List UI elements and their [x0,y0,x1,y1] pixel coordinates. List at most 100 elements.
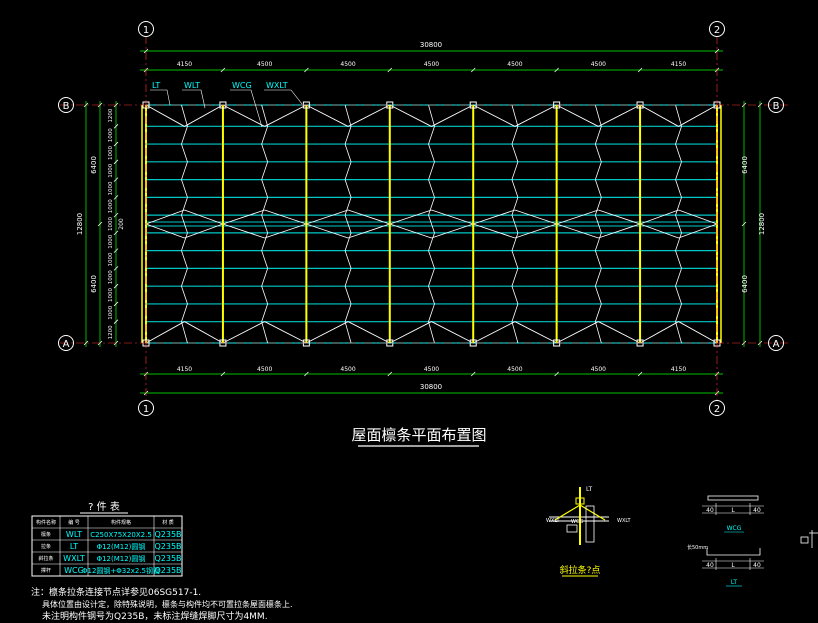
dim-tick [113,230,119,236]
parts-table-header-0: 构件名称 [36,519,56,526]
bay-width-top-6: 4150 [671,61,686,68]
svg-text:L: L [731,562,735,569]
diagonal-tie-4-0 [473,104,516,127]
diagonal-tie-1-1 [264,104,307,127]
parts-table-cell-1-1: WLT [66,530,82,539]
svg-text:WXLT: WXLT [546,518,560,524]
diagonal-tie-2-5 [347,223,390,239]
diagonal-tie-4-2 [473,209,516,225]
sag-rod-1 [261,104,269,344]
purlin-spacing-11: 1000 [108,305,114,319]
half-depth-right-top: 6400 [741,156,749,174]
ridge-dimension: 200 [118,218,125,230]
diagonal-tie-4-5 [514,223,557,239]
dim-tick [304,67,309,73]
diagonal-tie-2-2 [306,209,349,225]
sag-rod-5 [594,104,602,344]
member-label-leaders [150,89,303,128]
diagonal-tie-5-3 [598,209,641,225]
svg-text:LT: LT [586,486,593,493]
diagonal-tie-0-4 [145,223,185,239]
diagonal-tie-0-7 [184,321,224,344]
dim-tick [97,221,103,227]
diagonal-tie-2-1 [347,104,390,127]
diagonal-tie-1-2 [222,209,265,225]
label-wxlt: WXLT [266,81,288,90]
bay-width-bottom-3: 4500 [424,366,439,373]
node-detail: LT WXLT WXLT WCG 斜拉条?点 [546,486,631,577]
diagonal-tie-4-4 [473,223,516,239]
diagonal-tie-2-0 [306,104,349,127]
wcg-detail: 40 L 40 WCG [702,495,764,533]
sag-rod-0 [181,104,188,344]
diagonal-tie-5-6 [556,321,599,344]
diagonal-tie-2-7 [347,321,390,344]
diagonal-tie-1-6 [222,321,265,344]
diagonal-tie-6-0 [639,104,679,127]
svg-text:B: B [773,101,780,112]
dim-tick [113,195,119,200]
parts-table-cell-1-0: 檩条 [41,531,51,538]
grid-bubble-B-right: B [768,97,784,113]
svg-text:B: B [63,101,70,112]
sag-rod-2 [344,104,352,344]
grid-bubble-A-right: A [768,335,784,351]
purlin-spacing-9: 1000 [108,270,114,284]
diagonal-tie-6-2 [639,209,679,225]
diagonal-tie-6-4 [639,223,679,239]
diagonal-tie-5-1 [598,104,641,127]
svg-text:A: A [773,339,780,350]
drawing-title: 屋面檩条平面布置图 [351,426,486,444]
diagonal-tie-5-7 [598,321,641,344]
diagonal-tie-6-6 [639,321,679,344]
dim-tick [304,371,309,377]
partial-detail-right-edge [800,530,818,548]
sag-rod-4 [511,104,519,344]
sag-rod-6 [675,104,682,344]
note-line-2: 具体位置由设计定，除特殊说明，檩条与构件均不可置拉条屋面檩条上. [42,599,293,609]
label-lt: LT [152,81,160,90]
dim-tick [714,48,720,54]
dim-tick [554,67,559,73]
svg-text:40: 40 [706,562,714,569]
bay-width-top-0: 4150 [177,61,192,68]
dim-tick [220,67,226,73]
svg-text:40: 40 [753,562,761,569]
purlin-spacing-1: 1000 [108,128,114,142]
diagonal-tie-5-4 [556,223,599,239]
diagonal-tie-2-4 [306,223,349,239]
dim-tick [637,67,643,73]
bay-width-top-3: 4500 [424,61,439,68]
purlin-spacing-10: 1000 [108,288,114,302]
half-depth-right-bottom: 6400 [741,275,749,293]
parts-table-cell-3-1: WXLT [63,554,85,563]
dim-tick [220,371,226,377]
diagonal-tie-0-2 [145,209,185,225]
grid-bubble-1-top: 1 [138,21,154,37]
bay-width-bottom-2: 4500 [340,366,355,373]
grid-bubble-2-top: 2 [709,21,725,37]
diagonal-tie-1-4 [222,223,265,239]
svg-text:长50mm: 长50mm [687,544,708,551]
svg-text:2: 2 [714,25,720,36]
diagonal-tie-0-3 [184,209,224,225]
svg-text:LT: LT [731,579,738,586]
diagonal-tie-0-0 [145,104,185,127]
label-wlt: WLT [184,81,200,90]
parts-table-border [31,515,183,577]
purlin-spacing-6: 1000 [108,217,114,231]
diagonal-tie-1-3 [264,209,307,225]
parts-table-cell-4-2: Φ12圆钢+Φ32x2.5钢管 [82,566,160,575]
diagonal-tie-3-0 [389,104,432,127]
parts-table-cell-4-1: WCG [64,566,84,575]
dim-tick [113,283,119,289]
diagonal-tie-6-3 [678,209,718,225]
grid-bubble-A-left: A [58,335,74,351]
note-line-3: 未注明构件钢号为Q235B，未标注焊缝焊脚尺寸为4MM. [42,610,268,622]
dim-tick [113,266,119,271]
diagonal-tie-5-2 [556,209,599,225]
node-detail-caption: 斜拉条?点 [560,564,601,576]
diagonal-tie-6-5 [678,223,718,239]
diagonal-tie-6-1 [678,104,718,127]
